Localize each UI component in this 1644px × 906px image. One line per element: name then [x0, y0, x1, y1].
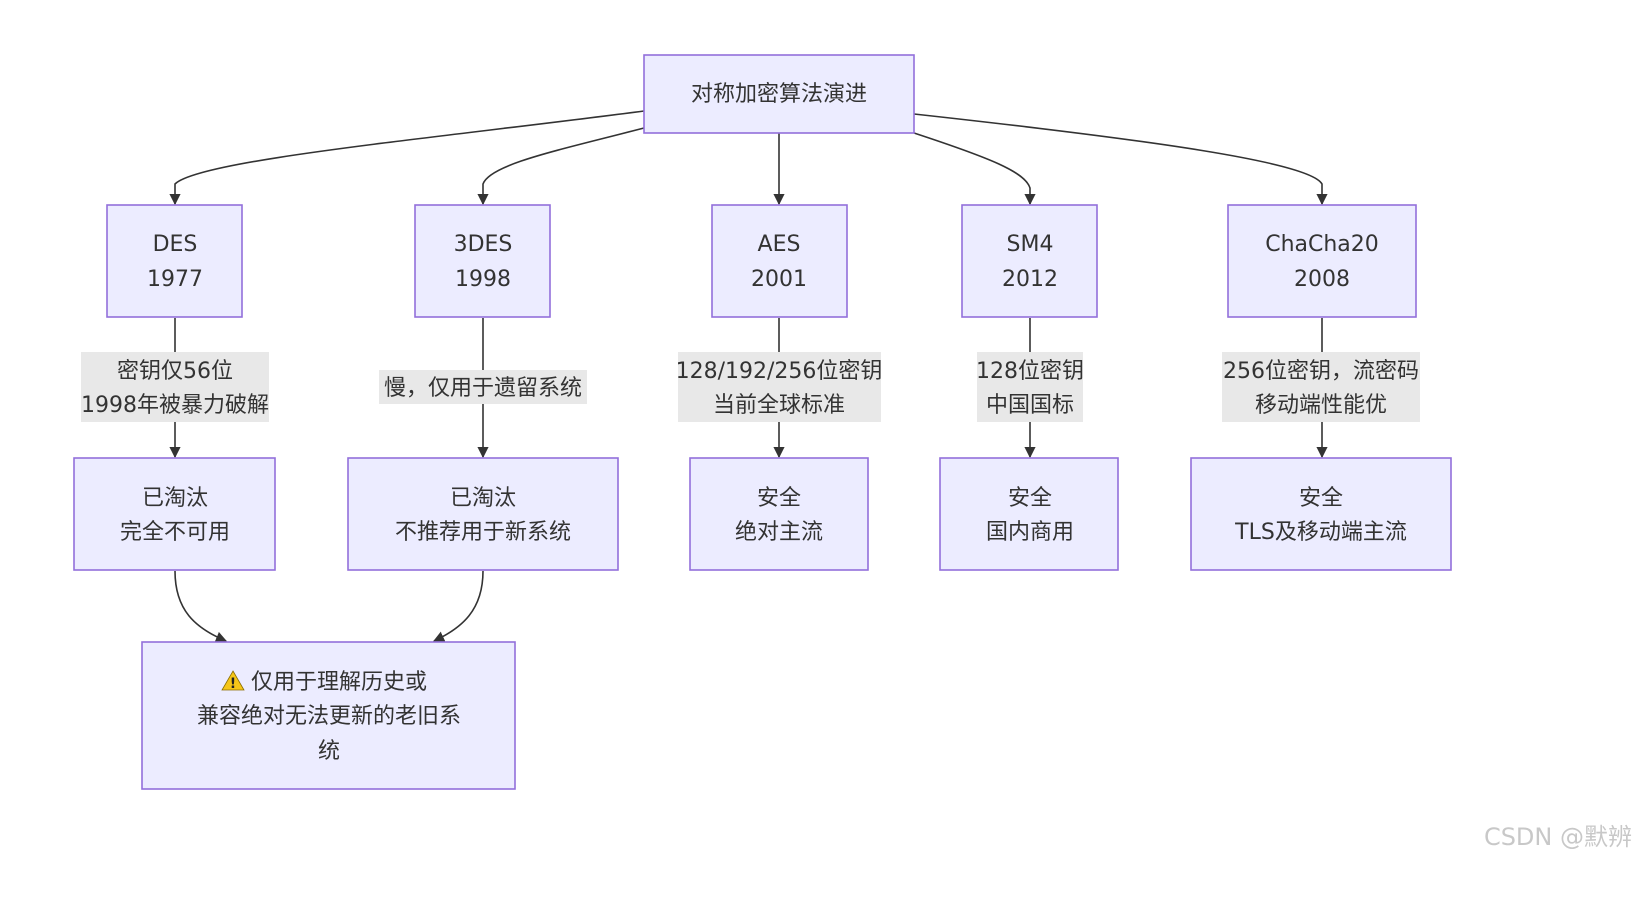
edge-3des-warning — [432, 570, 484, 642]
node-sm4-name: SM4 — [1007, 232, 1054, 257]
node-3des-name: 3DES — [454, 232, 513, 257]
warning-icon: ! — [221, 670, 245, 692]
node-3des-status: 已淘汰 不推荐用于新系统 — [347, 457, 619, 571]
edge-des-warning — [174, 570, 228, 643]
node-chacha20: ChaCha20 2008 — [1227, 204, 1417, 318]
node-aes-status-line1: 安全 — [757, 486, 801, 511]
edge-label-sm4-line1: 128位密钥 — [976, 359, 1084, 384]
node-sm4-status-line1: 安全 — [1008, 486, 1052, 511]
edge-label-chacha20-line2: 移动端性能优 — [1255, 393, 1387, 418]
node-des-status: 已淘汰 完全不可用 — [73, 457, 276, 571]
node-3des-status-line1: 已淘汰 — [450, 486, 516, 511]
edge-label-3des: 慢，仅用于遗留系统 — [379, 370, 587, 404]
edge-label-aes-line1: 128/192/256位密钥 — [676, 359, 883, 384]
node-warning-line1: 仅用于理解历史或 — [251, 670, 427, 695]
edge-label-des: 密钥仅56位 1998年被暴力破解 — [81, 352, 269, 422]
node-aes-status: 安全 绝对主流 — [689, 457, 869, 571]
edge-label-des-line1: 密钥仅56位 — [117, 359, 233, 384]
node-des-status-line1: 已淘汰 — [142, 486, 208, 511]
node-3des: 3DES 1998 — [414, 204, 551, 318]
node-des: DES 1977 — [106, 204, 243, 318]
node-aes-year: 2001 — [751, 267, 807, 292]
node-aes-name: AES — [758, 232, 801, 257]
node-3des-status-line2: 不推荐用于新系统 — [395, 520, 571, 545]
edge-root-sm4 — [913, 132, 1036, 206]
node-root: 对称加密算法演进 — [643, 54, 915, 134]
edge-label-chacha20: 256位密钥，流密码 移动端性能优 — [1222, 352, 1420, 422]
node-des-name: DES — [153, 232, 198, 257]
root-edges — [169, 110, 1328, 206]
watermark: CSDN @默辨 — [1484, 823, 1632, 851]
node-des-status-line2: 完全不可用 — [120, 520, 230, 545]
edge-root-3des — [477, 127, 645, 206]
node-sm4-status: 安全 国内商用 — [939, 457, 1119, 571]
edge-label-sm4-line2: 中国国标 — [986, 393, 1074, 418]
node-sm4: SM4 2012 — [961, 204, 1098, 318]
node-chacha20-status-line1: 安全 — [1299, 486, 1343, 511]
edge-label-aes-line2: 当前全球标准 — [713, 393, 845, 418]
node-chacha20-status: 安全 TLS及移动端主流 — [1190, 457, 1452, 571]
edge-label-3des-line1: 慢，仅用于遗留系统 — [384, 376, 582, 401]
node-3des-year: 1998 — [455, 267, 511, 292]
node-warning: ! 仅用于理解历史或 兼容绝对无法更新的老旧系 统 — [141, 641, 516, 790]
node-aes: AES 2001 — [711, 204, 848, 318]
node-warning-line2: 兼容绝对无法更新的老旧系 — [197, 704, 461, 729]
node-aes-status-line2: 绝对主流 — [735, 520, 823, 545]
edge-label-aes: 128/192/256位密钥 当前全球标准 — [676, 352, 883, 422]
node-sm4-year: 2012 — [1002, 267, 1058, 292]
node-sm4-status-line2: 国内商用 — [986, 520, 1074, 545]
node-warning-line3: 统 — [318, 739, 340, 764]
node-chacha20-status-line2: TLS及移动端主流 — [1234, 520, 1407, 545]
node-des-year: 1977 — [147, 267, 203, 292]
edge-root-des — [169, 110, 645, 206]
edge-label-chacha20-line1: 256位密钥，流密码 — [1223, 359, 1419, 384]
edge-label-sm4: 128位密钥 中国国标 — [976, 352, 1084, 422]
node-root-label: 对称加密算法演进 — [691, 82, 867, 107]
node-chacha20-year: 2008 — [1294, 267, 1350, 292]
svg-text:!: ! — [230, 676, 236, 692]
edge-root-chacha20 — [913, 113, 1328, 206]
warning-edges — [174, 570, 484, 643]
edge-label-des-line2: 1998年被暴力破解 — [81, 393, 269, 418]
node-chacha20-name: ChaCha20 — [1265, 232, 1379, 257]
